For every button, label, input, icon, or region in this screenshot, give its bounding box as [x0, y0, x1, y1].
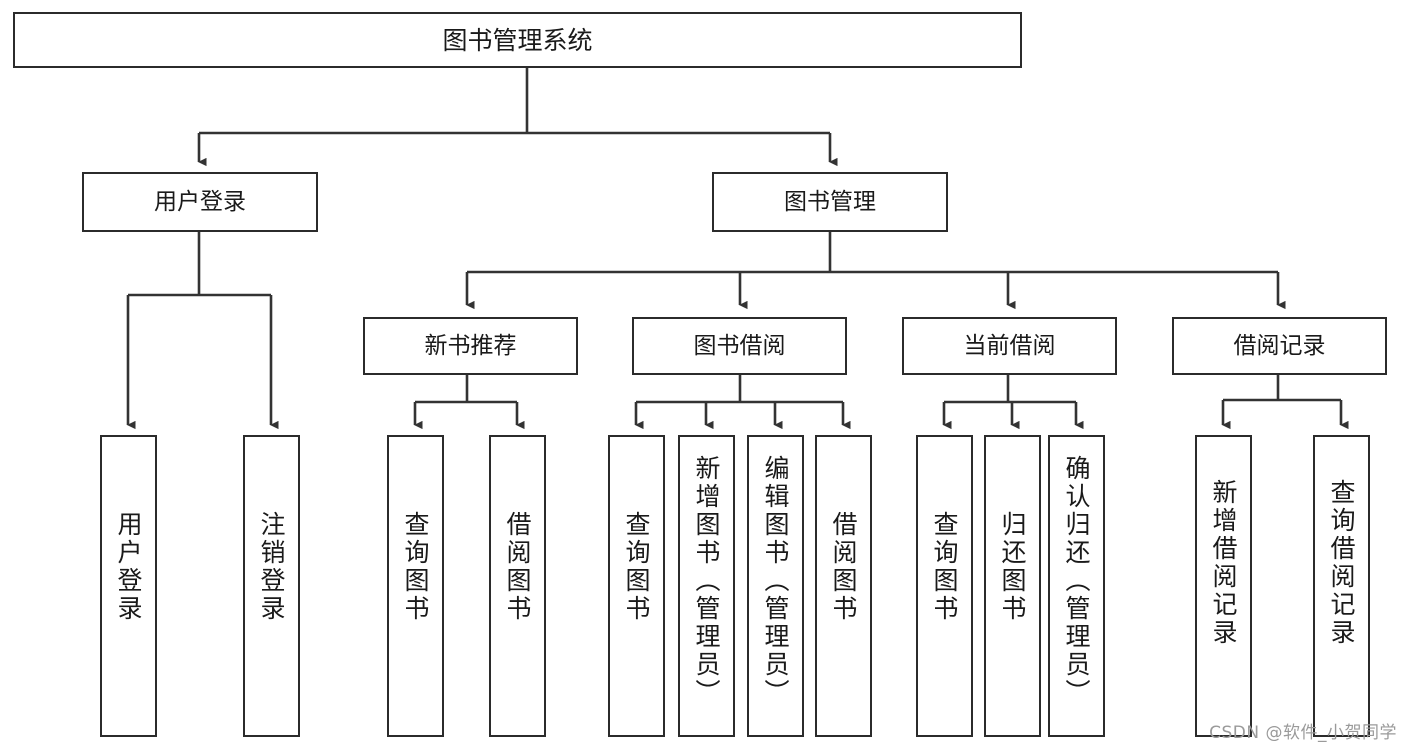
node-label: 图书管理系统 [442, 25, 593, 55]
csdn-watermark: CSDN @软件_小贺同学 [1209, 723, 1397, 743]
leaf-book-borrow-borrow-book[interactable]: 借阅图书 [815, 435, 872, 737]
node-book-management[interactable]: 图书管理 [712, 172, 948, 232]
node-label: 借阅记录 [1233, 332, 1326, 359]
leaf-book-borrow-query-book[interactable]: 查询图书 [608, 435, 665, 737]
node-label: 借阅图书 [829, 511, 858, 623]
leaf-new-book-borrow-book[interactable]: 借阅图书 [489, 435, 546, 737]
leaf-current-borrow-query-book[interactable]: 查询图书 [916, 435, 973, 737]
node-label: 用户登录 [114, 511, 143, 623]
node-label: 新增图书（管理员） [692, 455, 721, 707]
node-label: 查询图书 [401, 511, 430, 623]
node-root-book-management-system[interactable]: 图书管理系统 [13, 12, 1022, 68]
node-label: 当前借阅 [963, 332, 1056, 359]
node-borrow-record[interactable]: 借阅记录 [1172, 317, 1387, 375]
node-label: 新增借阅记录 [1209, 479, 1238, 647]
node-label: 用户登录 [154, 188, 246, 215]
leaf-borrow-record-add-record[interactable]: 新增借阅记录 [1195, 435, 1252, 737]
leaf-borrow-record-query-record[interactable]: 查询借阅记录 [1313, 435, 1370, 737]
node-user-login[interactable]: 用户登录 [82, 172, 318, 232]
node-label: 编辑图书（管理员） [761, 455, 790, 707]
node-label: 借阅图书 [503, 511, 532, 623]
node-label: 查询图书 [622, 511, 651, 623]
leaf-user-login-logout[interactable]: 注销登录 [243, 435, 300, 737]
node-book-borrow[interactable]: 图书借阅 [632, 317, 847, 375]
node-label: 查询图书 [930, 511, 959, 623]
node-label: 图书借阅 [693, 332, 786, 359]
node-label: 新书推荐 [424, 332, 517, 359]
leaf-new-book-query-book[interactable]: 查询图书 [387, 435, 444, 737]
node-label: 图书管理 [784, 188, 876, 215]
leaf-book-borrow-add-book-admin[interactable]: 新增图书（管理员） [678, 435, 735, 737]
leaf-current-borrow-return-book[interactable]: 归还图书 [984, 435, 1041, 737]
node-current-borrow[interactable]: 当前借阅 [902, 317, 1117, 375]
node-label: 归还图书 [998, 511, 1027, 623]
node-label: 查询借阅记录 [1327, 479, 1356, 647]
node-label: 确认归还（管理员） [1062, 455, 1091, 707]
node-new-book-recommend[interactable]: 新书推荐 [363, 317, 578, 375]
leaf-user-login-login[interactable]: 用户登录 [100, 435, 157, 737]
node-label: 注销登录 [257, 511, 286, 623]
leaf-current-borrow-confirm-return-admin[interactable]: 确认归还（管理员） [1048, 435, 1105, 737]
leaf-book-borrow-edit-book-admin[interactable]: 编辑图书（管理员） [747, 435, 804, 737]
